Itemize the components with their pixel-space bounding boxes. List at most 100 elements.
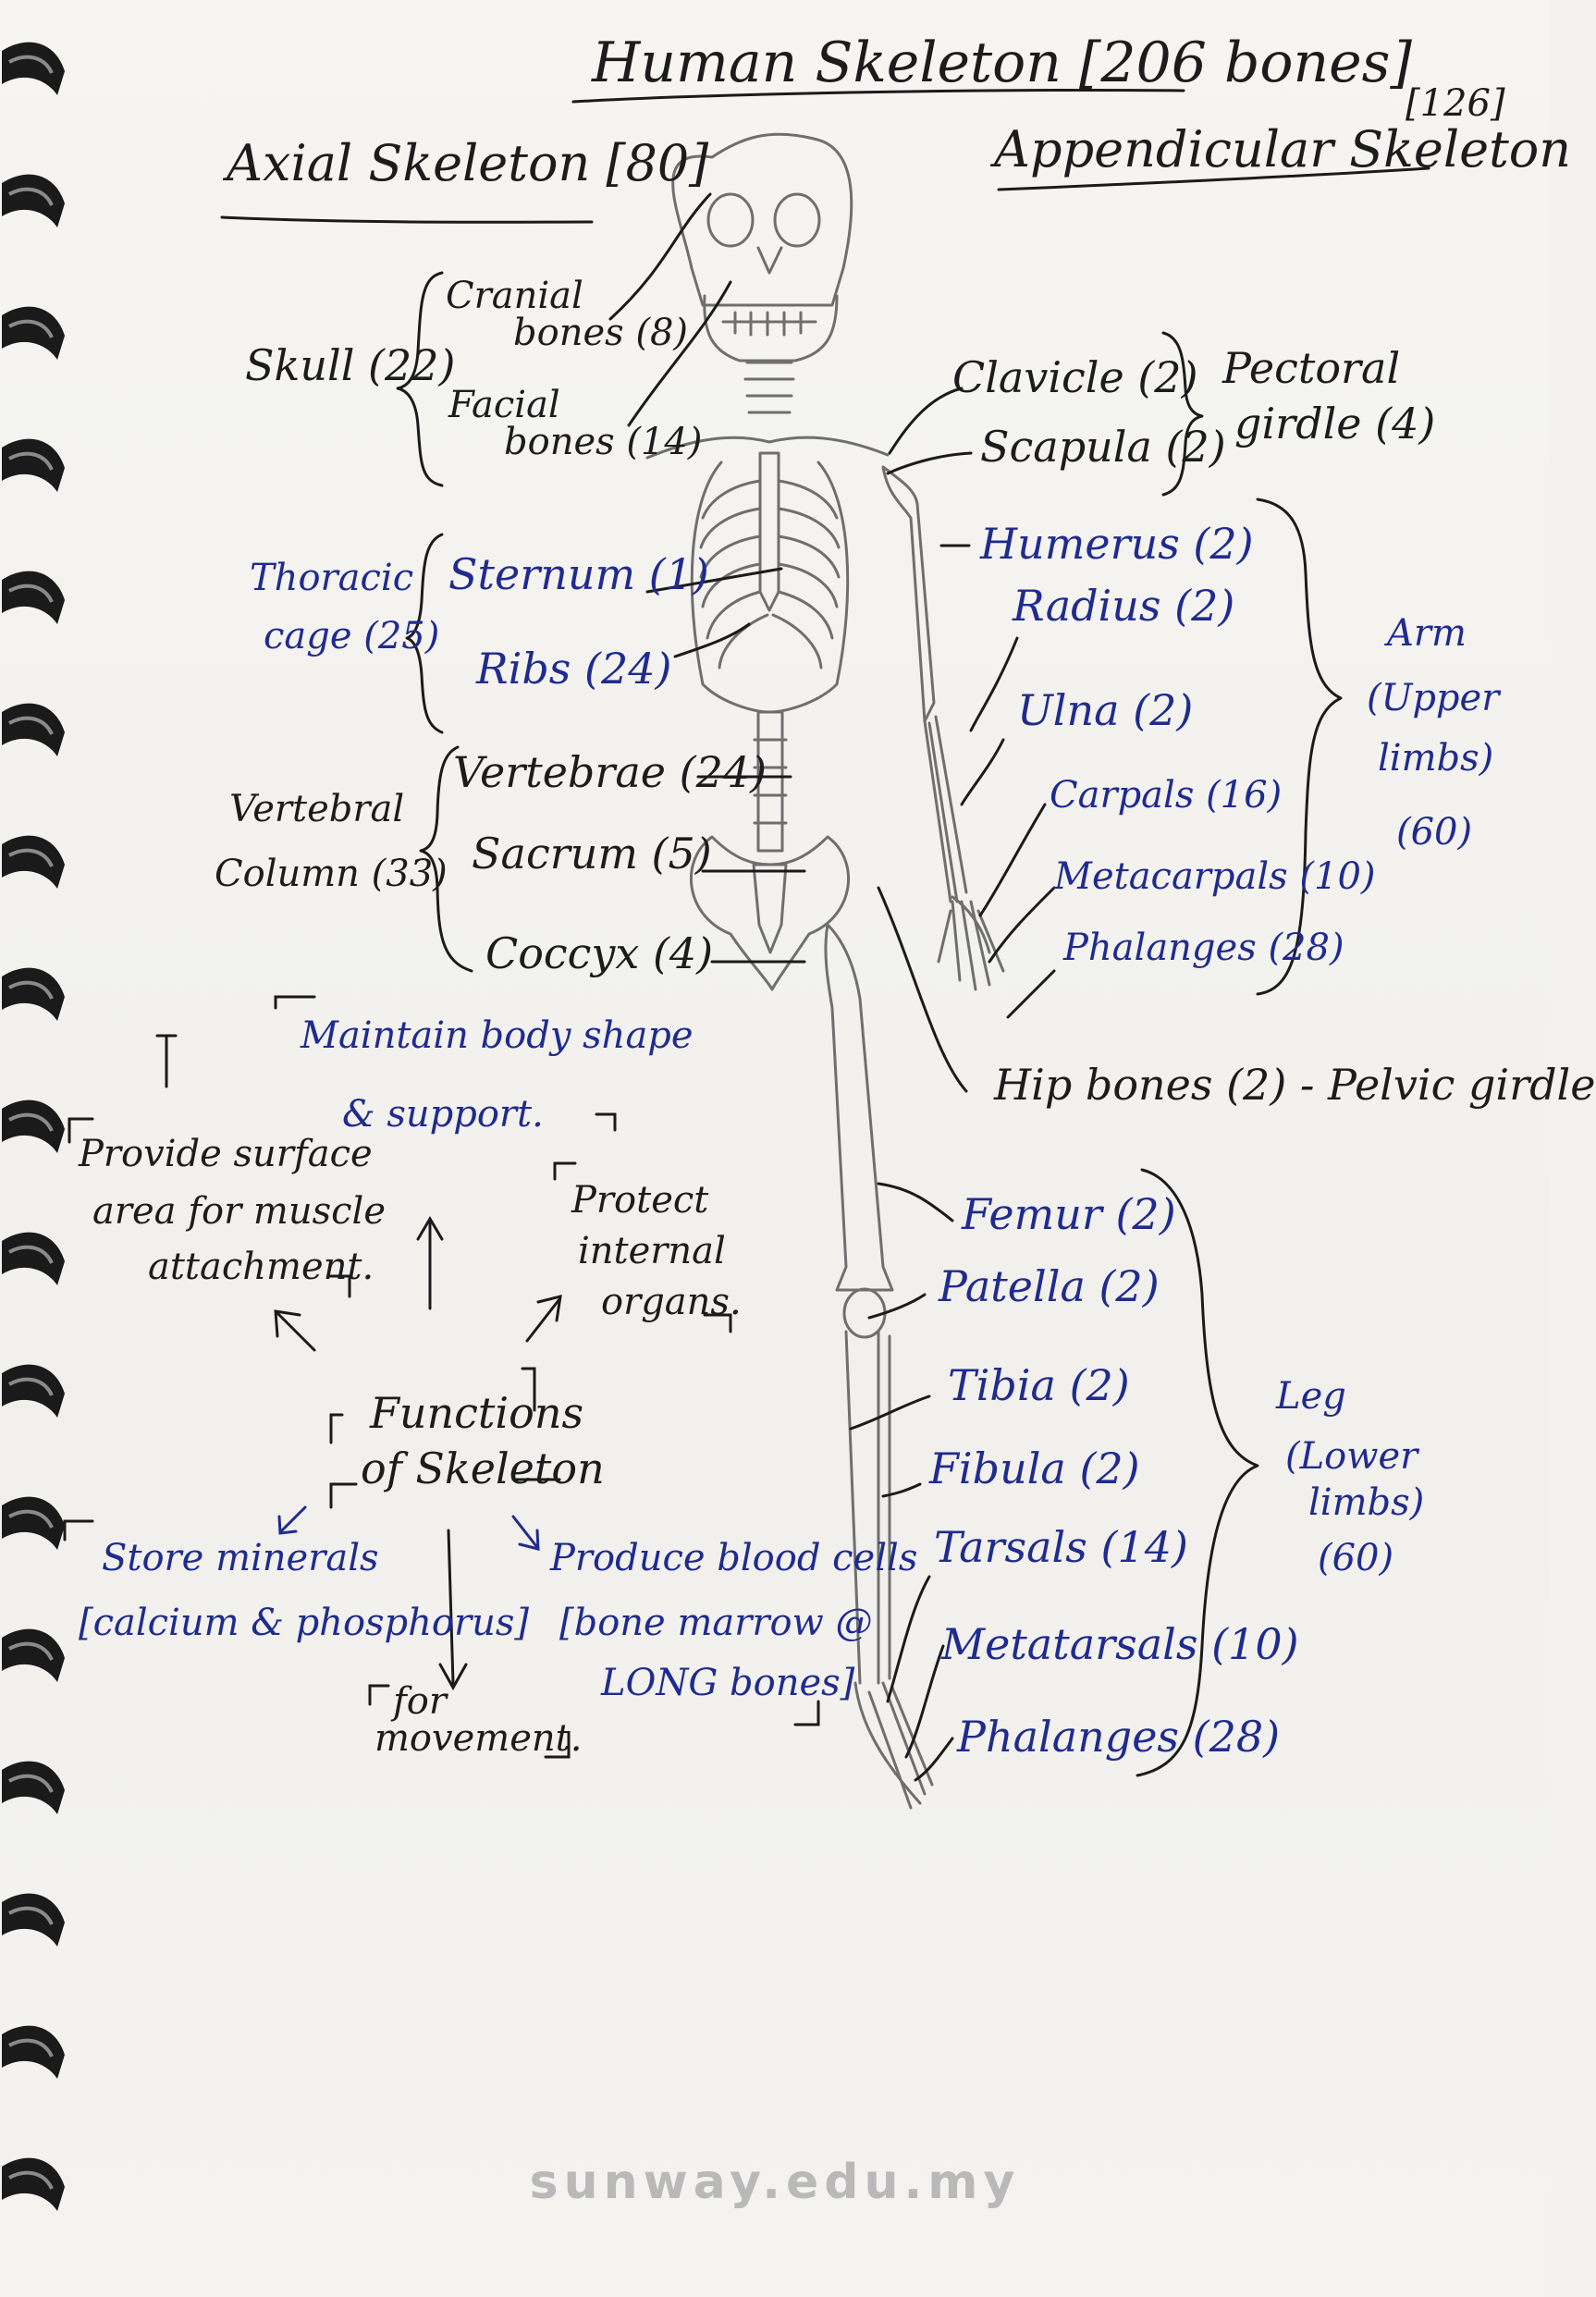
skull-cranium <box>671 132 853 307</box>
arm-label-1: Arm <box>1387 612 1467 655</box>
spiral-ring <box>2 703 65 756</box>
spiral-ring <box>2 967 65 1021</box>
coccyx-label: Coccyx (4) <box>485 928 714 978</box>
spiral-ring-highlight <box>8 848 54 867</box>
pectoral-label-2: girdle (4) <box>1234 399 1436 448</box>
skull-eye-right <box>773 192 821 248</box>
leg-brace <box>1136 1168 1259 1777</box>
axial-heading: Axial Skeleton [80] <box>227 134 709 192</box>
functions-center-2: of Skeleton <box>361 1443 605 1493</box>
sacrum <box>752 863 788 954</box>
spiral-ring-highlight <box>8 980 54 1000</box>
skull-eye-left <box>706 192 755 248</box>
carpals-label: Carpals (16) <box>1050 774 1283 817</box>
skull-nose <box>756 246 783 275</box>
function-minerals-2: [calcium & phosphorus] <box>79 1602 530 1644</box>
skull-teeth <box>721 311 817 337</box>
ribs-lines <box>699 479 841 669</box>
function-shape-1: Maintain body shape <box>301 1014 694 1057</box>
spiral-ring <box>2 1232 65 1285</box>
hip-label: Hip bones (2) - Pelvic girdle <box>994 1060 1596 1110</box>
sternum <box>758 451 780 612</box>
skull-brace <box>396 271 444 487</box>
function-blood-1: Produce blood cells <box>550 1537 918 1579</box>
function-minerals-1: Store minerals <box>102 1537 379 1579</box>
skull-label: Skull (22) <box>245 340 456 390</box>
facial-label-1: Facial <box>448 384 560 426</box>
spiral-ring <box>2 1496 65 1550</box>
spiral-ring <box>2 306 65 360</box>
function-muscle-2: area for muscle <box>92 1190 387 1233</box>
spiral-ring-highlight <box>8 451 54 471</box>
function-blood-3: LONG bones] <box>601 1662 855 1704</box>
patella-label: Patella (2) <box>939 1261 1160 1311</box>
spiral-ring <box>2 174 65 227</box>
tibia-fibula <box>844 1330 891 1685</box>
foot <box>853 1681 934 1810</box>
spiral-ring <box>2 1761 65 1814</box>
spiral-ring-highlight <box>8 1509 54 1529</box>
spiral-ring <box>2 1099 65 1153</box>
thoracic-label-2: cage (25) <box>264 615 440 657</box>
spiral-ring-highlight <box>8 2038 54 2057</box>
arm-brace <box>1256 497 1343 996</box>
spiral-ring-highlight <box>8 1112 54 1132</box>
function-muscle-3: attachment. <box>148 1246 374 1288</box>
thoracic-label-1: Thoracic <box>250 557 414 599</box>
function-protect-3: organs. <box>601 1281 742 1323</box>
lumbar-spine <box>753 710 788 853</box>
radius-ulna <box>923 715 968 903</box>
function-shape-2: & support. <box>342 1093 544 1136</box>
clavicles <box>645 436 890 460</box>
function-movement-2: movement. <box>374 1717 583 1760</box>
cranial-label-2: bones (8) <box>513 312 689 354</box>
pectoral-brace <box>1161 331 1204 497</box>
cranial-label-1: Cranial <box>446 275 583 317</box>
spiral-ring <box>2 2025 65 2079</box>
tarsals-label: Tarsals (14) <box>934 1522 1188 1572</box>
facial-label-2: bones (14) <box>504 421 703 463</box>
spiral-ring <box>2 1364 65 1418</box>
femur-label: Femur (2) <box>962 1189 1176 1239</box>
leg-label-4: (60) <box>1318 1537 1394 1579</box>
spiral-ring-highlight <box>8 716 54 735</box>
radius-label: Radius (2) <box>1013 581 1235 631</box>
annotation-lines <box>63 89 1430 1782</box>
spiral-ring-highlight <box>8 1641 54 1661</box>
clavicle-label: Clavicle (2) <box>952 352 1198 402</box>
hand <box>937 895 1005 991</box>
spiral-ring-highlight <box>8 1245 54 1264</box>
spiral-ring <box>2 42 65 95</box>
scapula-label: Scapula (2) <box>980 422 1226 472</box>
function-blood-2: [bone marrow @ <box>559 1602 873 1644</box>
ribs-label: Ribs (24) <box>476 644 672 694</box>
function-protect-2: internal <box>578 1230 726 1272</box>
spiral-ring-highlight <box>8 2170 54 2190</box>
spiral-ring-highlight <box>8 187 54 206</box>
watermark: sunway.edu.my <box>529 2155 1021 2210</box>
spiral-ring-highlight <box>8 1377 54 1396</box>
spiral-ring <box>2 835 65 889</box>
metatarsals-label: Metatarsals (10) <box>941 1619 1299 1669</box>
arm-label-4: (60) <box>1396 811 1473 854</box>
metacarpals-label: Metacarpals (10) <box>1054 855 1376 898</box>
appendicular-heading: Appendicular Skeleton <box>994 120 1572 178</box>
function-muscle-1: Provide surface <box>79 1133 373 1175</box>
leg-label-2: (Lower <box>1285 1435 1418 1478</box>
vertebral-label-2: Column (33) <box>215 853 448 895</box>
title-underline <box>571 89 1185 104</box>
spiral-ring <box>2 571 65 624</box>
sacrum-label: Sacrum (5) <box>472 829 712 878</box>
fibula-label: Fibula (2) <box>929 1443 1140 1493</box>
appendicular-count: [126] <box>1406 82 1505 125</box>
functions-center-1: Functions <box>370 1388 584 1438</box>
vertebral-label-1: Vertebral <box>229 788 405 830</box>
ulna-label: Ulna (2) <box>1017 685 1194 735</box>
thoracic-brace <box>405 533 444 734</box>
spiral-ring-highlight <box>8 55 54 74</box>
vertebrae-label: Vertebrae (24) <box>453 747 767 797</box>
leg-phalanges-label: Phalanges (28) <box>957 1712 1281 1762</box>
function-movement-1: for <box>393 1680 448 1723</box>
function-protect-1: Protect <box>571 1179 709 1222</box>
